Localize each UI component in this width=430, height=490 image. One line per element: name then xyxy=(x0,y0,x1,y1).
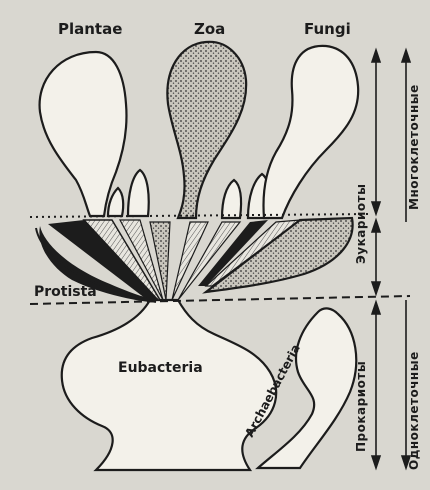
eubacteria-shape xyxy=(62,300,276,470)
fungi-shape xyxy=(264,46,359,218)
label-multicellular: Многоклеточные xyxy=(407,84,421,210)
scale-arrows xyxy=(372,50,410,468)
label-zoa: Zoa xyxy=(194,20,225,38)
label-protista: Protista xyxy=(34,284,97,300)
label-prokaryotes: Прокариоты xyxy=(354,361,368,452)
eukaryote-boundary-line xyxy=(30,214,372,217)
plantae-shape xyxy=(40,52,127,216)
label-unicellular: Одноклеточные xyxy=(407,351,421,470)
label-plantae: Plantae xyxy=(58,20,122,38)
label-eubacteria: Eubacteria xyxy=(118,360,203,376)
label-eukaryotes: Эукариоты xyxy=(354,184,368,264)
label-fungi: Fungi xyxy=(304,20,351,38)
